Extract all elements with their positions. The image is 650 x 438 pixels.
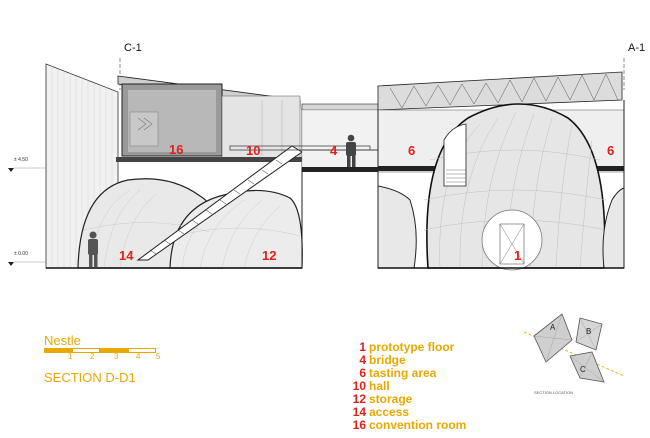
room-number-storage: 12 [262,248,277,263]
room-number-tasting-right: 6 [607,143,615,158]
legend-label: storage [369,392,413,406]
room-number-access: 14 [119,248,134,263]
room-number-tasting-left: 6 [408,143,416,158]
legend-label: prototype floor [369,340,455,354]
right-building [377,71,625,271]
scale-bar [44,348,156,353]
legend-number: 10 [352,379,366,393]
room-number-hall: 10 [246,143,261,158]
scale-title: Nestle [44,333,81,348]
scale-tick: 3 [114,352,119,361]
location-block-b: B [586,327,591,336]
level-label-upper: ± 4.50 [14,157,28,163]
legend-number: 6 [359,366,366,380]
room-number-convention: 16 [169,142,184,157]
section-title: SECTION D-D1 [44,370,136,385]
scale-tick: 1 [68,352,73,361]
legend-label: tasting area [369,366,437,380]
legend-label: convention room [369,418,467,432]
grid-label-right: A-1 [628,42,646,54]
left-building [45,63,303,269]
scale-tick: 5 [156,352,161,361]
legend-number: 14 [352,405,366,419]
room-number-bridge: 4 [330,143,338,158]
scale-tick: 2 [90,352,95,361]
legend-number: 4 [359,353,366,367]
legend-label: bridge [369,353,406,367]
level-marker-ground [8,261,46,266]
scale-tick: 4 [136,352,141,361]
legend-number: 16 [352,418,366,432]
location-caption: SECTION LOCATION [534,390,574,395]
level-marker-upper [8,167,46,172]
railing [229,145,371,151]
room-number-prototype: 1 [514,248,522,263]
legend-label: hall [369,379,390,393]
legend-number: 12 [352,392,366,406]
bridge [301,103,379,172]
location-block-c: C [580,365,586,374]
grid-label-left: C-1 [124,42,142,54]
location-plan: A B C [523,313,625,383]
legend-label: access [369,405,410,419]
level-label-ground: ± 0.00 [14,251,28,257]
legend-number: 1 [359,340,366,354]
location-block-a: A [550,323,556,332]
